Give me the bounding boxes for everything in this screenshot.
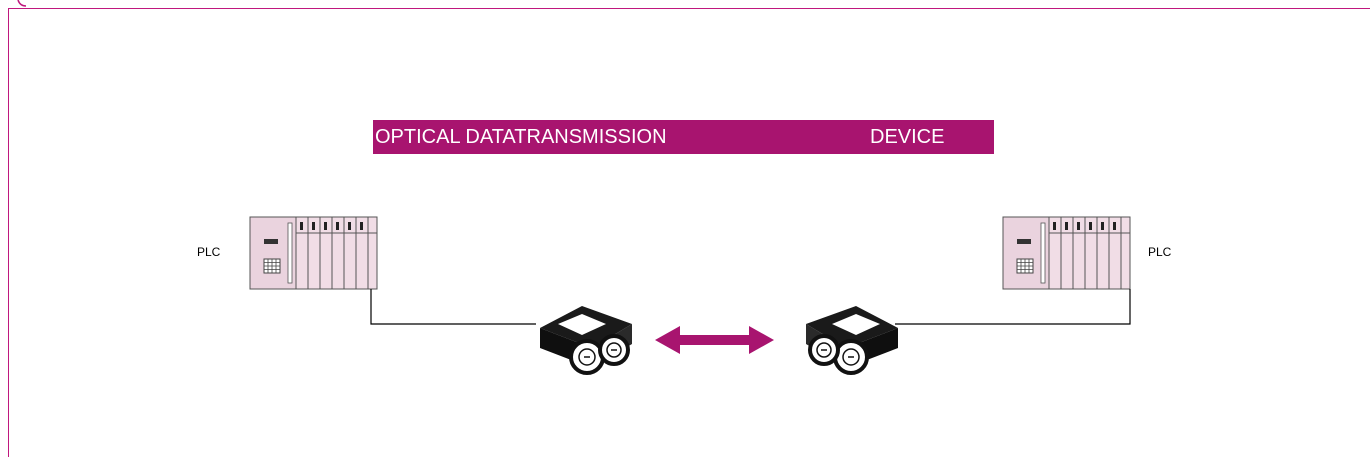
- right-plc-unit: [1002, 216, 1131, 290]
- right-optical-sensor: [804, 304, 900, 375]
- left-optical-sensor: [538, 304, 634, 375]
- left-cable: [370, 289, 536, 325]
- bidirectional-arrow-icon: [655, 326, 774, 354]
- right-plc-label: PLC: [1148, 245, 1172, 259]
- left-plc-label: PLC: [197, 245, 221, 259]
- right-cable: [895, 289, 1131, 325]
- diagram-frame: [8, 8, 1370, 457]
- title-banner: OPTICAL DATATRANSMISSION DEVICE: [373, 120, 994, 154]
- banner-subtitle: DEVICE: [870, 126, 945, 148]
- corner-mark: [17, 0, 27, 7]
- banner-title: OPTICAL DATATRANSMISSION: [375, 126, 667, 148]
- left-plc-unit: [249, 216, 378, 290]
